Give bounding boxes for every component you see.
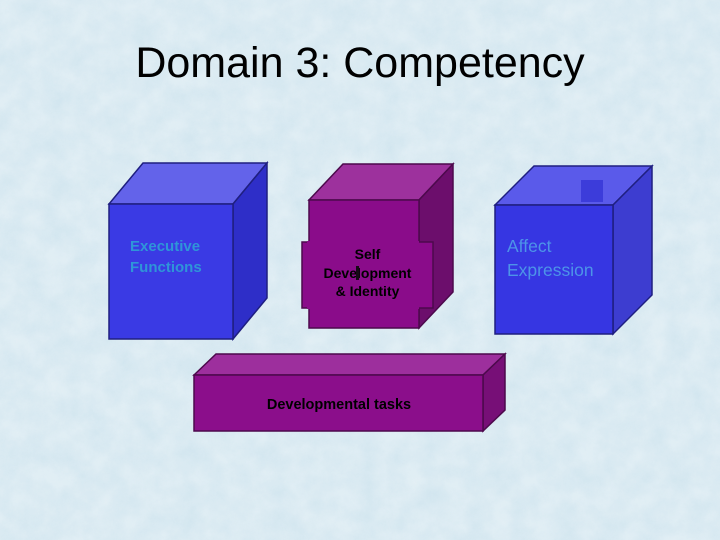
affect-cube-front-face <box>494 204 614 335</box>
executive-cube-front-face <box>108 203 234 340</box>
affect-expression-label: Affect Expression <box>507 236 594 280</box>
developmental-tasks-bar <box>192 352 507 433</box>
tasks-bar-top-face <box>192 353 507 376</box>
developmental-tasks-label: Developmental tasks <box>266 397 412 413</box>
executive-functions-cube <box>107 160 269 342</box>
self-development-label: Self Development & Identity <box>323 246 412 299</box>
tasks-bar-front-face <box>193 374 484 432</box>
affect-cube-top-square-decoration <box>581 180 603 202</box>
self-development-cube <box>301 162 455 330</box>
slide-title: Domain 3: Competency <box>135 39 585 87</box>
affect-expression-cube <box>493 164 654 336</box>
self-text-band <box>307 241 419 309</box>
stray-cursor-mark <box>356 266 359 280</box>
executive-functions-label: Executive Functions <box>130 238 202 276</box>
